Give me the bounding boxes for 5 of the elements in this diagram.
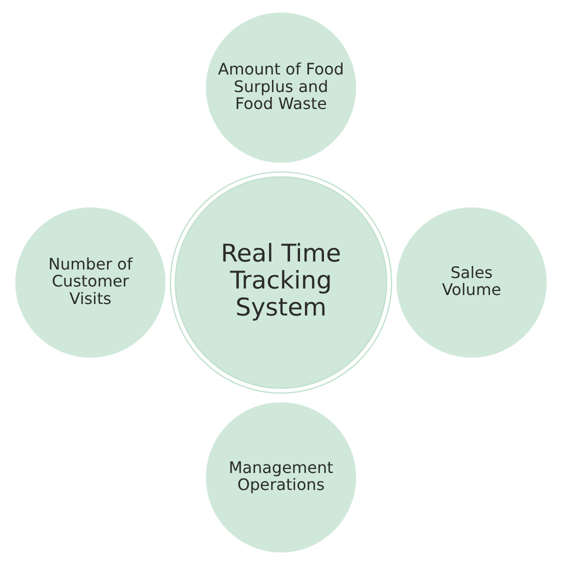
node-circle: Number of Customer Visits — [14, 207, 166, 358]
node-circle: Management Operations — [205, 402, 356, 552]
node-circle: Real Time Tracking System — [169, 171, 392, 394]
node-circle: Sales Volume — [396, 207, 546, 358]
node-circle: Amount of Food Surplus and Food Waste — [205, 12, 356, 163]
